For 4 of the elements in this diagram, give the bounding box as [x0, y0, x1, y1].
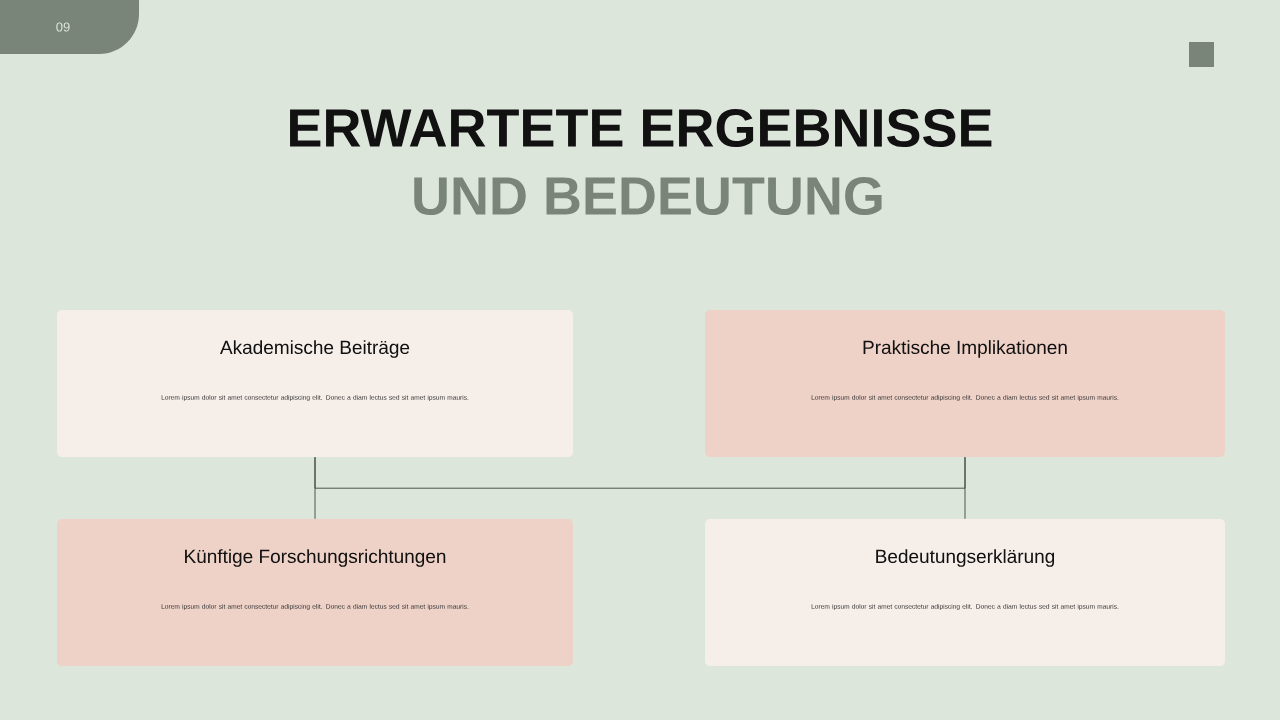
page-number-badge: 09: [0, 0, 139, 54]
subtitle: UND BEDEUTUNG: [414, 176, 882, 216]
title: ERWARTETE ERGEBNISSE: [290, 108, 992, 148]
connector-line: [314, 456, 966, 489]
